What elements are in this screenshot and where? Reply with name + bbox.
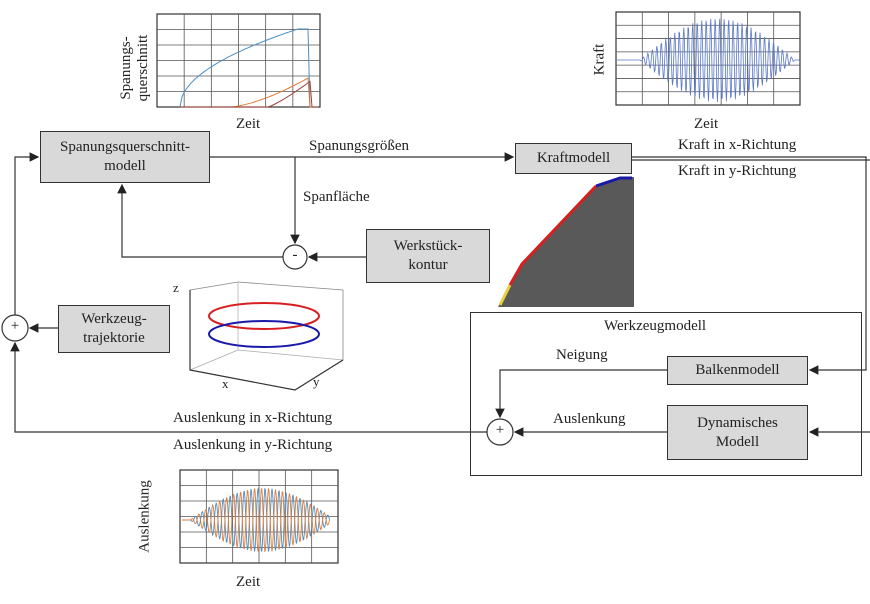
werkstueck-block: Werkstück-kontur bbox=[366, 229, 490, 283]
plus-junction-right bbox=[486, 418, 514, 446]
plus-sign-right: + bbox=[495, 422, 505, 438]
label-spanflaeche: Spanfläche bbox=[303, 189, 370, 205]
kraftmodell-block: Kraftmodell bbox=[515, 143, 632, 174]
arrow-neigung bbox=[495, 369, 667, 419]
arrow-feedback-minus bbox=[117, 183, 283, 258]
traj-y-label: y bbox=[313, 374, 320, 389]
plus-sign-left: + bbox=[10, 318, 20, 334]
label-neigung: Neigung bbox=[556, 347, 608, 363]
trajectory-red-circle bbox=[208, 302, 320, 330]
bottom-xlabel: Zeit bbox=[236, 574, 261, 590]
balkenmodell-block: Balkenmodell bbox=[667, 356, 808, 385]
top-right-ylabel: Kraft bbox=[591, 43, 608, 76]
minus-junction bbox=[282, 244, 308, 270]
label-auslenkung-y: Auslenkung in y-Richtung bbox=[173, 437, 333, 453]
trajektorie-block: Werkzeug-trajektorie bbox=[58, 305, 170, 353]
werkzeugmodell-title: Werkzeugmodell bbox=[604, 318, 707, 334]
top-left-series-1 bbox=[179, 28, 318, 108]
label-kraft-y: Kraft in y-Richtung bbox=[678, 163, 797, 179]
trajectory-grid bbox=[189, 349, 239, 371]
label-spanungsgroessen: Spanungsgrößen bbox=[309, 138, 409, 154]
arrow-kraft-y bbox=[632, 159, 870, 437]
label-auslenkung: Auslenkung bbox=[553, 411, 626, 427]
tool-geometry bbox=[498, 176, 634, 307]
bottom-ylabel: Auslenkung bbox=[136, 480, 153, 553]
top-left-ylabel: Spanungs-querschnitt bbox=[118, 34, 151, 102]
top-right-xlabel: Zeit bbox=[694, 116, 719, 132]
trajectory-blue-circle bbox=[208, 320, 320, 348]
top-left-series-3 bbox=[180, 80, 318, 108]
bottom-series-2 bbox=[182, 487, 331, 553]
arrow-plus-to-model bbox=[14, 152, 40, 315]
traj-x-label: x bbox=[222, 376, 229, 391]
arrow-auslenkung-feedback bbox=[10, 341, 487, 433]
top-right-series bbox=[616, 18, 800, 103]
label-kraft-x: Kraft in x-Richtung bbox=[678, 137, 797, 153]
plus-junction-left bbox=[1, 314, 29, 342]
trajectory-axes bbox=[189, 290, 344, 391]
werkzeugmodell-frame bbox=[470, 312, 862, 476]
trajectory-grid bbox=[237, 349, 344, 361]
minus-sign: - bbox=[292, 247, 298, 263]
arrow-kraft-x bbox=[632, 156, 867, 375]
spanungsquerschnitt-block: Spanungsquerschnitt-modell bbox=[40, 131, 210, 183]
label-auslenkung-x: Auslenkung in x-Richtung bbox=[173, 410, 333, 426]
top-left-xlabel: Zeit bbox=[236, 116, 261, 132]
traj-z-label: z bbox=[173, 280, 179, 295]
